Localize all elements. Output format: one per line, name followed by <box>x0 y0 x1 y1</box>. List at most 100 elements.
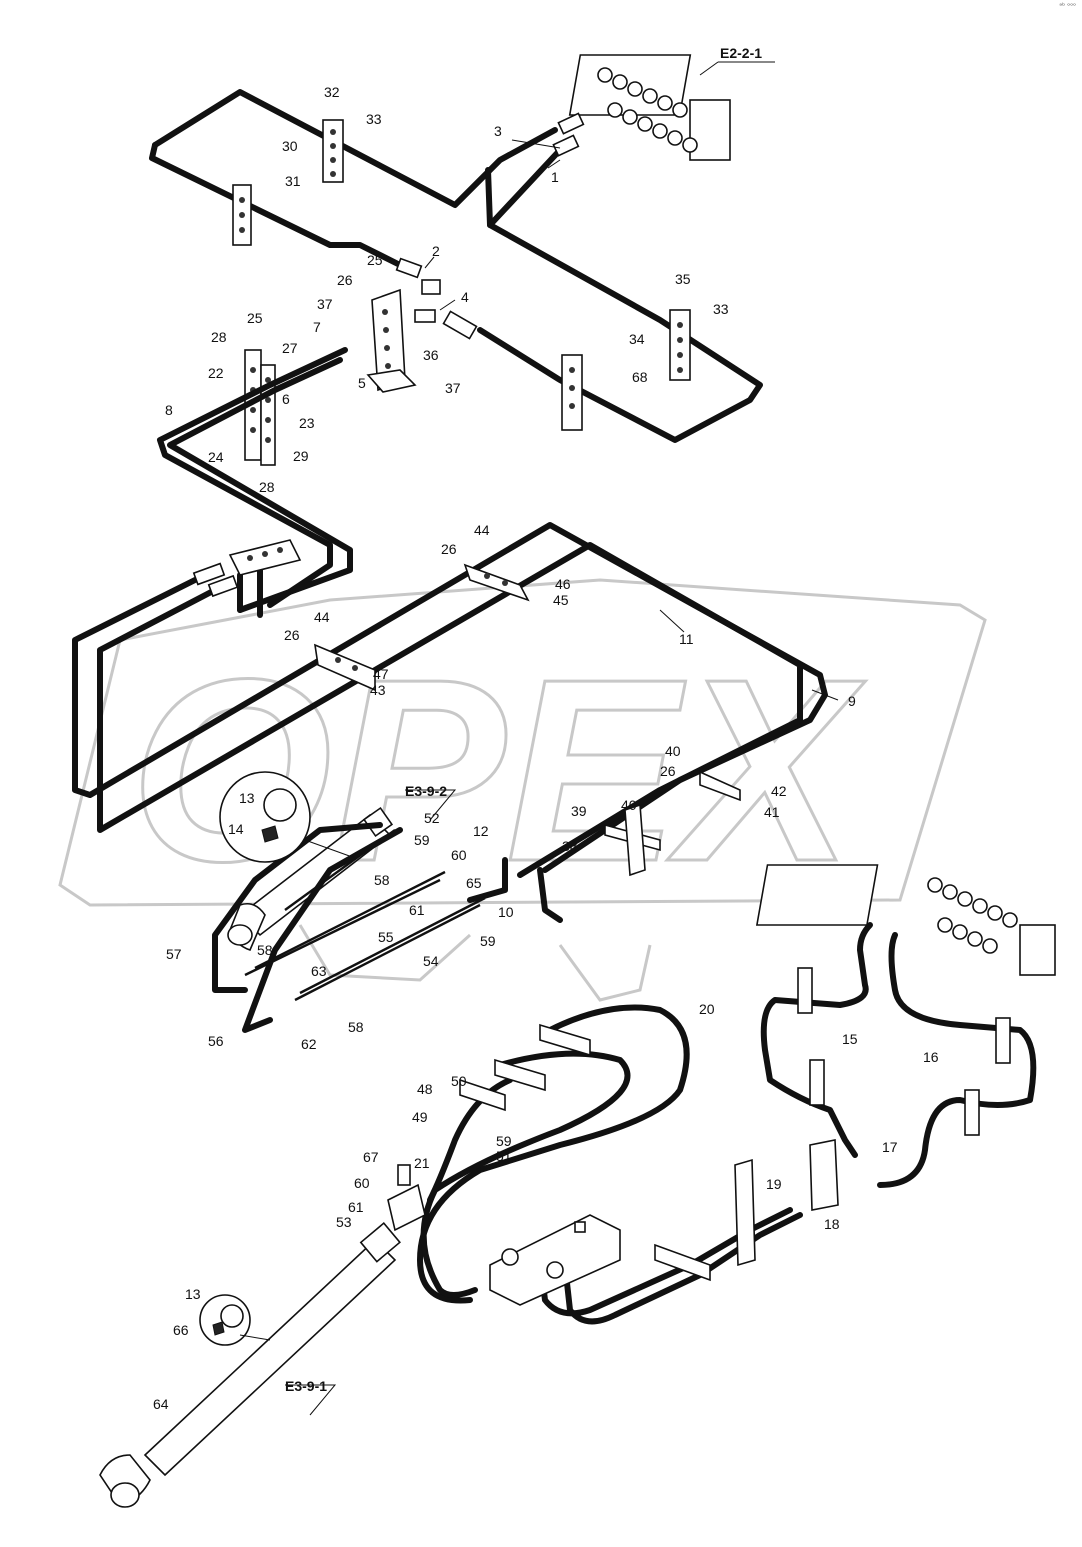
middle-hose-runs <box>72 347 828 878</box>
label-64: 64 <box>153 1396 169 1412</box>
label-50: 50 <box>451 1073 467 1089</box>
clamp-stack-22-23 <box>244 349 276 466</box>
label-25a: 25 <box>367 252 383 268</box>
mounting-plate <box>489 1214 621 1306</box>
label-37a: 37 <box>317 296 333 312</box>
ref-e3-9-2: E3-9-2 <box>405 783 447 799</box>
label-26c: 26 <box>284 627 300 643</box>
label-41: 41 <box>764 804 780 820</box>
label-58c: 58 <box>348 1019 364 1035</box>
label-42: 42 <box>771 783 787 799</box>
label-11: 11 <box>679 631 694 647</box>
label-29: 29 <box>293 448 309 464</box>
label-60a: 60 <box>451 847 467 863</box>
clamp-bars-upper <box>232 119 691 431</box>
label-40a: 40 <box>621 797 637 813</box>
bracket-block-36 <box>366 257 478 393</box>
label-66: 66 <box>173 1322 189 1338</box>
label-55: 55 <box>378 929 394 945</box>
label-28b: 28 <box>259 479 275 495</box>
label-57: 57 <box>166 946 182 962</box>
label-59a: 59 <box>414 832 430 848</box>
label-53: 53 <box>336 1214 352 1230</box>
label-27: 27 <box>282 340 298 356</box>
label-45: 45 <box>553 592 569 608</box>
label-65: 65 <box>466 875 482 891</box>
label-3: 3 <box>494 123 502 139</box>
label-58a: 58 <box>374 872 390 888</box>
clamps-on-loop <box>313 563 741 877</box>
label-34: 34 <box>629 331 645 347</box>
label-39: 39 <box>571 803 587 819</box>
lower-hose-runs <box>417 922 1037 1325</box>
label-16: 16 <box>923 1049 939 1065</box>
corner-mark: ᵃᵇ ᵒᵒᵒ <box>1059 2 1076 10</box>
detail-circle-lower <box>199 1294 271 1346</box>
clamps-lower <box>459 967 1011 1282</box>
rods-54-55 <box>244 870 486 1002</box>
label-33b: 33 <box>713 301 729 317</box>
label-36: 36 <box>423 347 439 363</box>
label-32: 32 <box>324 84 340 100</box>
cylinder-e3-9-1 <box>99 1164 426 1508</box>
label-68: 68 <box>632 369 648 385</box>
label-59b: 59 <box>480 933 496 949</box>
label-58b: 58 <box>257 942 273 958</box>
label-48: 48 <box>417 1081 433 1097</box>
label-43: 43 <box>370 682 386 698</box>
label-25b: 25 <box>247 310 263 326</box>
label-46: 46 <box>555 576 571 592</box>
label-9: 9 <box>848 693 856 709</box>
label-40b: 40 <box>665 743 681 759</box>
label-33a: 33 <box>366 111 382 127</box>
watermark: OPEX <box>58 578 987 1002</box>
label-18: 18 <box>824 1216 840 1232</box>
leader-lines <box>285 61 839 1416</box>
control-valve-top <box>552 54 731 161</box>
label-22: 22 <box>208 365 224 381</box>
label-56: 56 <box>208 1033 224 1049</box>
label-26b: 26 <box>441 541 457 557</box>
label-7: 7 <box>313 319 321 335</box>
label-37b: 37 <box>445 380 461 396</box>
label-1: 1 <box>551 169 559 185</box>
label-26a: 26 <box>337 272 353 288</box>
label-17: 17 <box>882 1139 898 1155</box>
label-49: 49 <box>412 1109 428 1125</box>
label-21: 21 <box>414 1155 430 1171</box>
label-38: 38 <box>562 838 578 854</box>
label-5: 5 <box>358 375 366 391</box>
label-51: 51 <box>496 1148 512 1164</box>
part-labels: 1 2 3 4 5 6 7 8 9 10 11 12 13 14 15 16 1… <box>153 84 939 1412</box>
label-54: 54 <box>423 953 439 969</box>
label-28a: 28 <box>211 329 227 345</box>
label-59c: 59 <box>496 1133 512 1149</box>
label-61b: 61 <box>348 1199 364 1215</box>
label-10: 10 <box>498 904 514 920</box>
manifold-block <box>192 539 302 598</box>
label-13a: 13 <box>239 790 255 806</box>
label-24: 24 <box>208 449 224 465</box>
label-26d: 26 <box>660 763 676 779</box>
label-20: 20 <box>699 1001 715 1017</box>
label-60b: 60 <box>354 1175 370 1191</box>
label-12: 12 <box>473 823 489 839</box>
label-31: 31 <box>285 173 301 189</box>
watermark-text: OPEX <box>130 626 866 916</box>
label-23: 23 <box>299 415 315 431</box>
reference-callouts: E2-2-1 E3-9-2 E3-9-1 <box>285 45 762 1394</box>
cylinder-e3-9-2 <box>212 806 563 1033</box>
label-67: 67 <box>363 1149 379 1165</box>
label-52: 52 <box>424 810 440 826</box>
label-30: 30 <box>282 138 298 154</box>
label-19: 19 <box>766 1176 782 1192</box>
control-valve-lower <box>755 864 1056 976</box>
label-14: 14 <box>228 821 244 837</box>
label-63: 63 <box>311 963 327 979</box>
label-15: 15 <box>842 1031 858 1047</box>
label-6: 6 <box>282 391 290 407</box>
ref-e3-9-1: E3-9-1 <box>285 1378 327 1394</box>
label-44a: 44 <box>474 522 490 538</box>
label-2: 2 <box>432 243 440 259</box>
